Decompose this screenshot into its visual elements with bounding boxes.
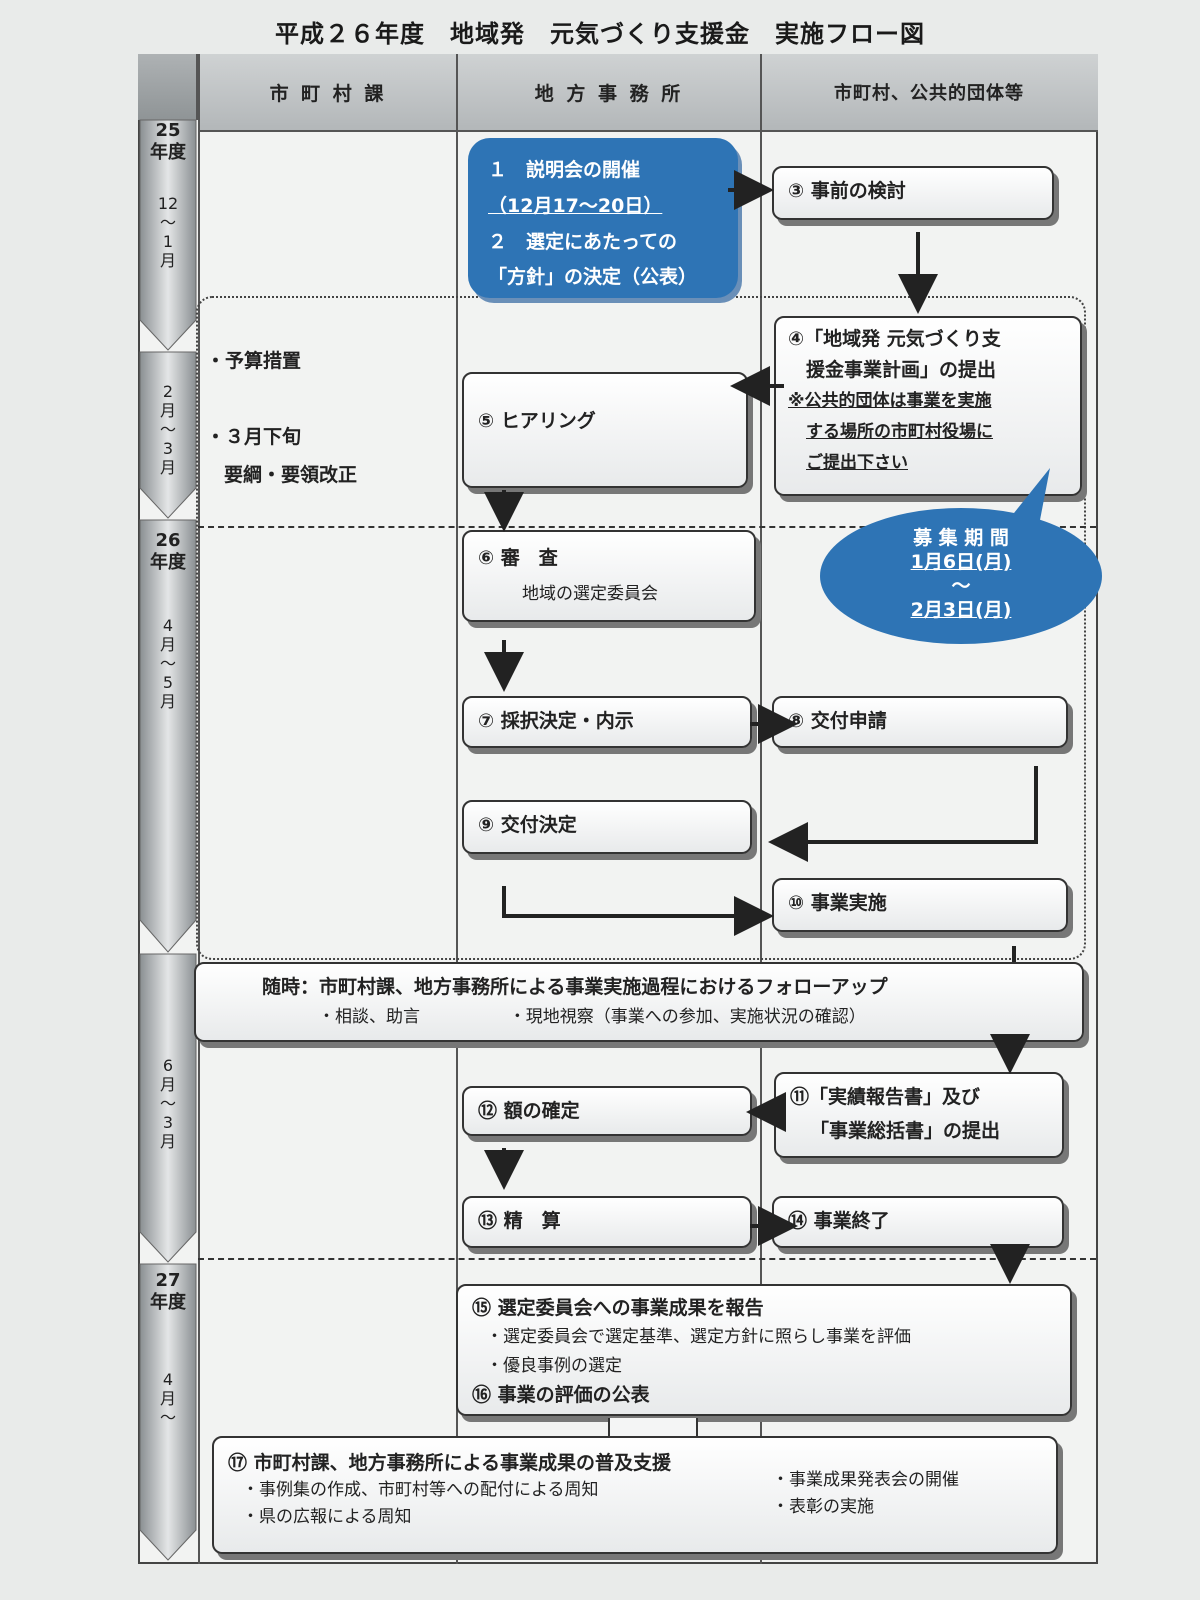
step-11-line-2: 「事業総括書」の提出 [810,1120,1001,1142]
timeline-arrow-3 [139,519,197,953]
recruitment-label: 募 集 期 間 [913,527,1009,549]
period-year-27: 27 年度 [150,1270,186,1313]
period-year-25: 25 年度 [150,120,186,163]
lane-divider-timeline [198,54,200,1564]
step-12-amount-confirmation: ⑫ 額の確定 [462,1086,752,1136]
lane-divider-1 [456,54,458,1564]
timeline-arrow-4 [139,953,197,1263]
step-10-implementation: ⑩ 事業実施 [772,878,1068,932]
lane-header-regional-office: 地 方 事 務 所 [458,54,760,132]
step-8-application: ⑧ 交付申請 [772,696,1068,748]
page-title: 平成２６年度 地域発 元気づくり支援金 実施フロー図 [275,20,925,48]
timeline-arrow-5 [139,1263,197,1561]
step-14-completion: ⑭ 事業終了 [772,1196,1064,1248]
step-1-date: （12月17～20日） [488,195,663,217]
note-budget: ・予算措置 [206,350,302,372]
step-17-dissemination: ⑰ 市町村課、地方事務所による事業成果の普及支援 ・事例集の作成、市町村等への配… [212,1436,1058,1554]
step-17-casebook: ・事例集の作成、市町村等への配付による周知 [242,1480,599,1500]
follow-up-label: 随時：市町村課、地方事務所による事業実施過程におけるフォローアップ [262,976,888,998]
follow-up-site-visit: ・現地視察（事業への参加、実施状況の確認） [508,1007,866,1027]
lane-header-municipalities: 市町村、公共的団体等 [760,54,1098,132]
recruitment-period-callout: 募 集 期 間 1月6日(月) ～ 2月3日(月) [820,508,1102,644]
timeline-arrow-2 [139,351,197,519]
recruitment-end: 2月3日(月) [910,599,1012,621]
recruitment-start: 1月6日(月) [910,551,1012,573]
step-4-note-1: ※公共的団体は事業を実施 [788,391,992,411]
step-6-screening: ⑥ 審 査 地域の選定委員会 [462,530,756,622]
period-month-4-5: 4 月 ～ 5 月 [159,616,176,711]
step-4-line-2: 援金事業計画」の提出 [806,359,997,381]
step-7-adoption: ⑦ 採択決定・内示 [462,696,752,748]
year-boundary-27 [198,1258,1096,1260]
step-11-report-submission: ⑪「実績報告書」及び 「事業総括書」の提出 [774,1072,1064,1158]
step-1-2-briefing: １ 説明会の開催 （12月17～20日） ２ 選定にあたっての [468,138,738,298]
step-15-label: ⑮ 選定委員会への事業成果を報告 [472,1297,764,1319]
note-late-march: ・３月下旬 [206,426,302,448]
step-2-policy: 「方針」の決定（公表） [488,266,698,288]
step-17-award: ・表彰の実施 [772,1497,874,1517]
step-13-settlement: ⑬ 精 算 [462,1196,752,1248]
period-year-26: 26 年度 [150,530,186,573]
step-2-label: ２ 選定にあたっての [488,231,678,253]
step-15-evaluate: ・選定委員会で選定基準、選定方針に照らし事業を評価 [486,1327,911,1347]
step-5-hearing: ⑤ ヒアリング [462,372,748,488]
step-6-label: ⑥ 審 査 [478,547,558,569]
timeline-arrow-1 [139,119,197,351]
step-15-select: ・優良事例の選定 [486,1356,622,1376]
follow-up-subs: ・相談、助言 ・現地視察（事業への参加、実施状況の確認） [210,1002,1068,1032]
step-6-committee: 地域の選定委員会 [522,584,658,604]
timeline-header [138,54,198,120]
step-9-grant-decision: ⑨ 交付決定 [462,800,752,854]
step-4-line-1: ④「地域発 元気づくり支 [788,328,1001,350]
lane-divider-2 [760,54,762,1564]
step-17-presentation: ・事業成果発表会の開催 [772,1470,959,1490]
year-boundary-26 [198,526,1096,528]
step-1-label: １ 説明会の開催 [488,159,641,181]
step-4-plan-submission: ④「地域発 元気づくり支 援金事業計画」の提出 ※公共的団体は事業を実施 する場… [774,316,1082,496]
follow-up-box: 随時：市町村課、地方事務所による事業実施過程におけるフォローアップ ・相談、助言… [194,962,1084,1042]
period-month-2-3: 2 月 ～ 3 月 [159,382,176,477]
note-revision: 要綱・要領改正 [224,464,358,486]
lane-header-municipal-division: 市 町 村 課 [198,54,458,132]
step-3-preliminary-review: ③ 事前の検討 [772,166,1054,220]
period-month-4: 4 月 ～ [159,1370,176,1427]
period-month-12-1: 12 ～ 1 月 [157,194,179,270]
step-4-note-2: する場所の市町村役場に [806,422,993,442]
step-16-label: ⑯ 事業の評価の公表 [472,1384,650,1406]
step-17-label: ⑰ 市町村課、地方事務所による事業成果の普及支援 [228,1452,672,1474]
arrow-8-to-9 [768,766,1038,862]
step-11-line-1: ⑪「実績報告書」及び [790,1086,981,1108]
arrow-9-to-10 [502,886,774,936]
recruitment-tilde: ～ [951,575,971,597]
step-15-16-evaluation: ⑮ 選定委員会への事業成果を報告 ・選定委員会で選定基準、選定方針に照らし事業を… [456,1284,1072,1416]
follow-up-consultation: ・相談、助言 [318,1007,420,1027]
step-17-pr: ・県の広報による周知 [242,1507,412,1527]
step-4-note-3: ご提出下さい [806,453,908,473]
period-month-6-3: 6 月 ～ 3 月 [159,1056,176,1151]
